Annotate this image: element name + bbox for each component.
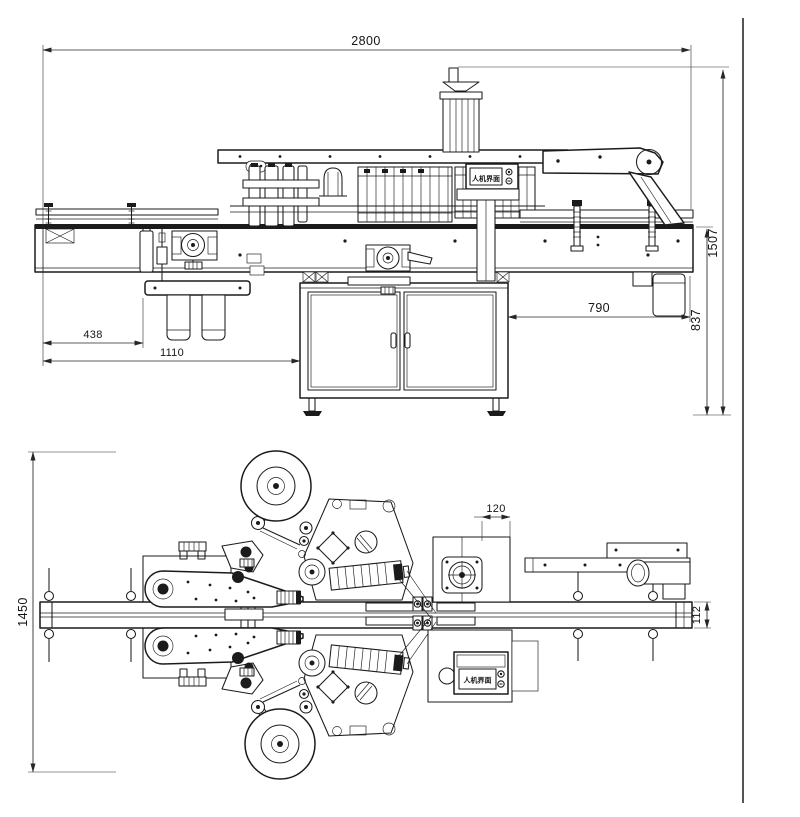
cabinet-plan: 人机界面	[427, 629, 539, 703]
hmi-screen[interactable]	[458, 668, 497, 690]
mounting-bracket	[144, 280, 251, 296]
outfeed-bracket	[524, 542, 691, 600]
electrical-cabinet	[299, 282, 509, 416]
cabinet-foot	[303, 397, 322, 416]
dim-text-right-span: 790	[588, 301, 610, 315]
dim-text-conveyor-width: 112	[691, 606, 703, 624]
door-handle	[390, 332, 397, 349]
grip-belt-unit-lower	[144, 627, 304, 665]
dim-text-left-offset: 438	[83, 329, 102, 341]
labeling-head-lower	[250, 634, 414, 737]
hmi-label: 人机界面	[472, 174, 500, 183]
door-handle	[404, 332, 411, 349]
bottle-infeed-unit	[139, 226, 265, 341]
label-cassette	[328, 644, 410, 675]
dim-text-infeed-length: 1110	[160, 347, 184, 359]
dimension-infeed-length: 1110	[42, 347, 301, 364]
crank-handle	[442, 81, 480, 92]
conveyor-drive-motor	[632, 271, 686, 317]
label-reel-lower	[244, 708, 316, 780]
dim-text-head-offset: 120	[486, 503, 505, 515]
front-elevation-view: 人机界面 2800 1507	[34, 34, 731, 416]
hmi-button[interactable]	[505, 168, 513, 176]
dim-text-overall-width: 2800	[351, 34, 380, 48]
dimension-left-offset: 438	[42, 298, 144, 348]
cabinet-foot	[487, 397, 506, 416]
hmi-panel: 人机界面	[456, 163, 520, 282]
star-wheel-unit	[432, 536, 511, 603]
label-reel-upper	[240, 450, 312, 522]
hmi-button[interactable]	[497, 670, 505, 678]
dim-text-overall-depth: 1450	[16, 597, 30, 626]
guide-arch	[319, 167, 347, 197]
plan-view: 人机界面 1450 120 112	[16, 450, 711, 780]
labeling-head-upper	[250, 498, 414, 601]
hmi-screen[interactable]	[469, 167, 503, 186]
dimension-conveyor-width: 112	[691, 601, 711, 629]
tension-arm-upper	[221, 540, 264, 573]
sensor-bracket	[45, 228, 75, 244]
dim-text-overall-height: 1507	[706, 228, 720, 257]
bearing-unit	[171, 230, 218, 270]
drive-motor-plan	[626, 559, 691, 600]
grip-belt-unit-upper	[144, 570, 304, 608]
height-adjust-column	[439, 67, 483, 153]
support-arm	[542, 147, 685, 226]
width-adjust-knob	[178, 541, 207, 560]
dimension-overall-depth: 1450	[16, 451, 116, 773]
label-roller-group-left	[242, 163, 320, 227]
guide-adjuster-screw	[44, 203, 53, 226]
side-guide-posts	[43, 568, 659, 662]
tension-arm-lower	[221, 662, 264, 695]
guide-adjuster-screw	[570, 200, 584, 252]
label-press-pads	[412, 596, 433, 631]
dimension-right-span: 790	[507, 276, 691, 322]
hmi-button[interactable]	[505, 177, 513, 185]
hmi-panel-plan: 人机界面	[453, 651, 509, 695]
guide-adjuster-screw	[127, 203, 136, 226]
hmi-button[interactable]	[497, 680, 505, 688]
suction-cylinder	[166, 294, 191, 341]
conveyor-front	[34, 224, 694, 273]
dimension-head-offset: 120	[474, 503, 511, 541]
dimension-overall-height: 1507	[458, 66, 731, 416]
dimension-overall-width: 2800	[42, 34, 692, 366]
dimension-working-height: 837	[689, 226, 713, 416]
dim-text-working-height: 837	[689, 309, 703, 331]
bearing-blocks	[302, 271, 510, 283]
width-adjust-knob	[178, 668, 207, 687]
suction-cylinder	[201, 294, 226, 341]
label-roller-bank	[357, 166, 453, 223]
left-guide-rail	[35, 203, 219, 244]
center-bearing-unit	[347, 244, 433, 295]
label-cassette	[328, 560, 410, 591]
hmi-label: 人机界面	[464, 676, 492, 685]
applicator-callout-lines	[397, 570, 437, 665]
